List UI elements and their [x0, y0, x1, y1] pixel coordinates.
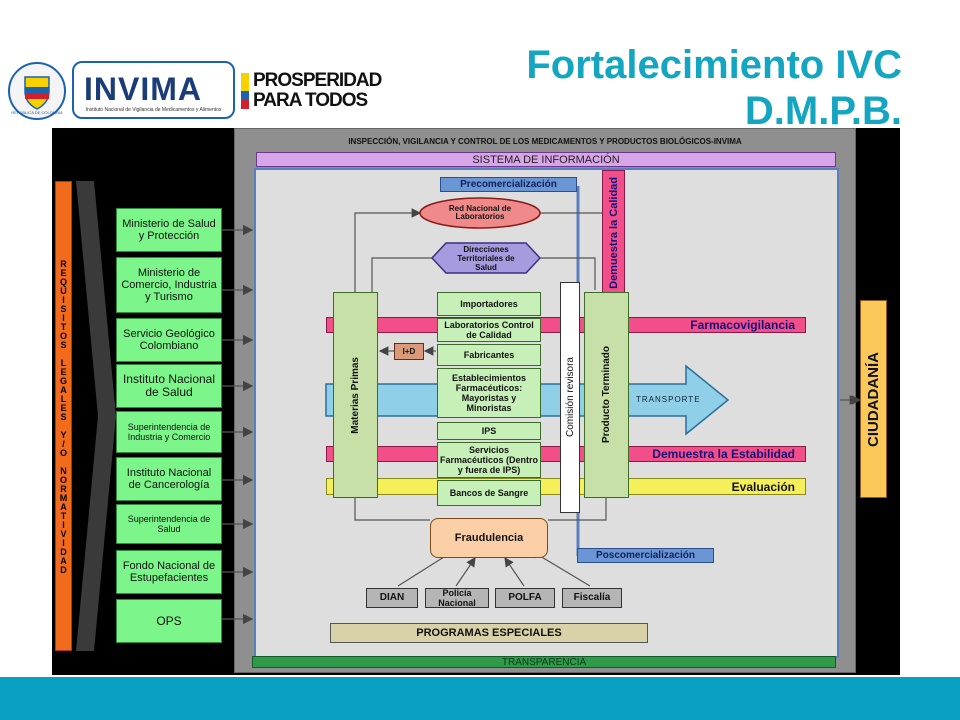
ciudadania-box: CIUDADANÍA: [860, 300, 887, 498]
ministry-salud: Ministerio de Salud y Protección: [116, 208, 222, 252]
page-title-line2: D.M.P.B.: [744, 89, 902, 133]
actor-ips: IPS: [437, 422, 541, 440]
agency-fiscalia: Fiscalía: [562, 588, 622, 608]
instituto-salud: Instituto Nacional de Salud: [116, 364, 222, 408]
instituto-cancerologia: Instituto Nacional de Cancerología: [116, 457, 222, 501]
muestra-calidad-text: Demuestra la Calidad: [607, 176, 620, 289]
agency-polfa: POLFA: [495, 588, 555, 608]
direcciones-territoriales: Direcciones Territoriales de Salud: [457, 244, 515, 272]
servicio-geologico: Servicio Geológico Colombiano: [116, 318, 222, 362]
ministry-comercio: Ministerio de Comercio, Industria y Turi…: [116, 257, 222, 313]
poscomercializacion-label: Poscomercialización: [577, 548, 714, 563]
ministries-column: Ministerio de Salud y Protección Ministe…: [116, 208, 222, 643]
transparencia-bar: TRANSPARENCIA: [252, 656, 836, 668]
red-nacional-laboratorios: Red Nacional de Laboratorios: [448, 204, 512, 221]
normativity-chevron: [76, 181, 116, 651]
actor-servicios: Servicios Farmacéuticos (Dentro y fuera …: [437, 442, 541, 478]
seal-text: REPÚBLICA DE COLOMBIA: [11, 110, 63, 115]
fraudulencia-box: Fraudulencia: [430, 518, 548, 558]
superintendencia-industria: Superintendencia de Industria y Comercio: [116, 411, 222, 453]
invima-logo: INVIMA Instituto Nacional de Vigilancia …: [72, 61, 235, 119]
shield-icon: [24, 76, 50, 110]
comision-revisora-bar: Comisión revisora: [560, 282, 580, 513]
page-title-line1: Fortalecimiento IVC: [526, 43, 902, 87]
superintendencia-salud: Superintendencia de Salud: [116, 504, 222, 544]
actor-laboratorios: Laboratorios Control de Calidad: [437, 318, 541, 342]
flag-stripe: [241, 73, 249, 109]
id-box: I+D: [394, 343, 424, 360]
precomercializacion-label: Precomercialización: [440, 177, 577, 192]
invima-logo-name: INVIMA: [84, 71, 202, 107]
sistema-informacion-bar: SISTEMA DE INFORMACIÓN: [256, 152, 836, 167]
fondo-estupefacientes: Fondo Nacional de Estupefacientes: [116, 550, 222, 594]
actor-establecimientos: Establecimientos Farmacéuticos: Mayorist…: [437, 368, 541, 418]
producto-terminado-text: Producto Terminado: [601, 346, 612, 444]
materias-primas-column: Materias Primas: [333, 292, 378, 498]
producto-terminado-column: Producto Terminado: [584, 292, 629, 498]
programas-especiales-bar: PROGRAMAS ESPECIALES: [330, 623, 648, 643]
prosperidad-line2: PARA TODOS: [253, 90, 368, 111]
transporte-label: TRANSPORTE: [636, 395, 701, 404]
agency-dian: DIAN: [366, 588, 418, 608]
invima-logo-subtitle: Instituto Nacional de Vigilancia de Medi…: [85, 107, 222, 113]
materias-primas-text: Materias Primas: [350, 356, 361, 434]
panel-title: INSPECCIÓN, VIGILANCIA Y CONTROL DE LOS …: [348, 137, 742, 146]
prosperidad-line1: PROSPERIDAD: [253, 70, 382, 91]
actor-bancos: Bancos de Sangre: [437, 480, 541, 506]
actor-importadores: Importadores: [437, 292, 541, 316]
prosperidad-logo: PROSPERIDAD PARA TODOS: [241, 70, 411, 114]
ops: OPS: [116, 599, 222, 643]
comision-revisora-text: Comisión revisora: [564, 357, 576, 438]
ciudadania-text: CIUDADANÍA: [865, 351, 882, 447]
colombia-seal-logo: REPÚBLICA DE COLOMBIA: [8, 62, 66, 120]
actor-fabricantes: Fabricantes: [437, 344, 541, 366]
requisitos-legales-bar: REQUISITOS LEGALES Y/O NORMATIVIDAD: [55, 181, 72, 651]
footer-bar: [0, 677, 960, 720]
agency-policia: Policía Nacional: [425, 588, 489, 608]
muestra-calidad-bar: Demuestra la Calidad: [602, 170, 625, 295]
